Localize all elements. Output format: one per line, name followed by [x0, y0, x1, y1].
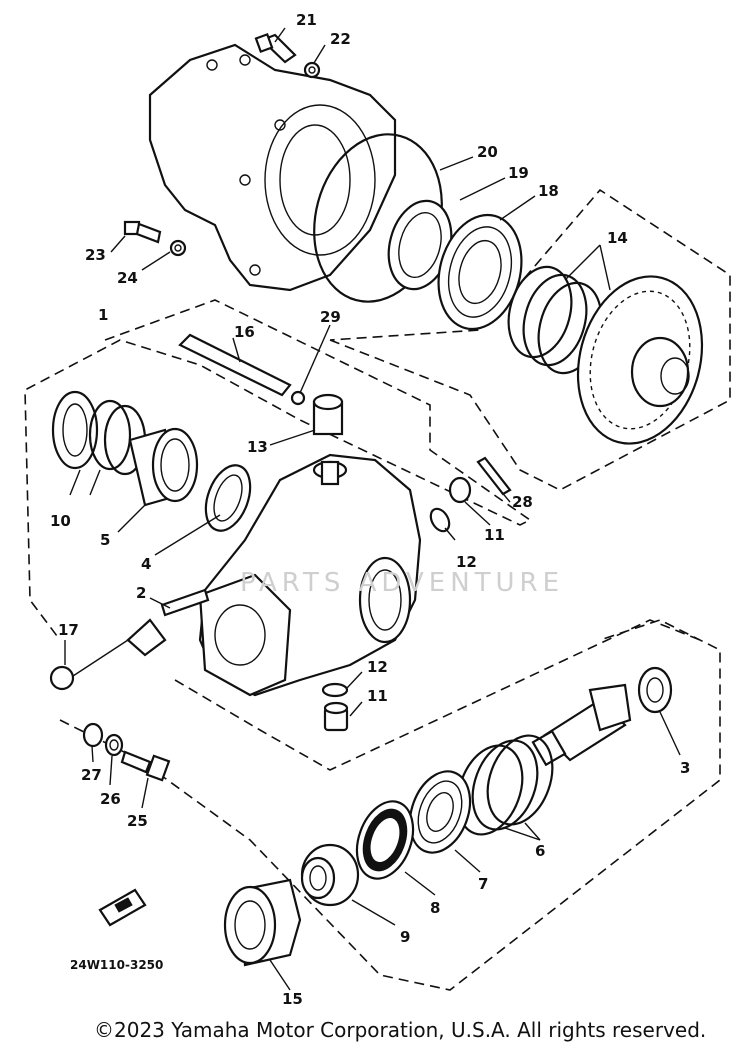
- drain-plug-11-lower: [323, 701, 349, 732]
- cap-13: [312, 393, 344, 436]
- watermark: PARTS ADVENTURE: [240, 568, 565, 598]
- oil-seal-10: [51, 390, 147, 476]
- nut-17: [49, 639, 129, 691]
- callout-17: 17: [58, 621, 79, 639]
- coupling-15: [223, 878, 302, 967]
- callout-8: 8: [430, 899, 440, 917]
- callout-14: 14: [607, 229, 628, 247]
- gear-case-cover: [148, 43, 397, 292]
- bolt-25: [120, 750, 171, 782]
- group-outline-left: [24, 299, 532, 641]
- bearing-18: [437, 213, 523, 331]
- leader-lines: [64, 27, 681, 991]
- callout-11-lower: 11: [367, 687, 388, 705]
- stud-bolt-2: [160, 588, 210, 617]
- callout-3: 3: [680, 759, 690, 777]
- callout-11-upper: 11: [484, 526, 505, 544]
- plug-29: [290, 390, 306, 406]
- callout-12-upper: 12: [456, 553, 477, 571]
- filler-plug-11-upper: [448, 476, 472, 504]
- callout-27: 27: [81, 766, 102, 784]
- bolt-28: [476, 456, 512, 496]
- washer-26: [104, 733, 124, 757]
- callout-6: 6: [535, 842, 545, 860]
- callout-15: 15: [282, 990, 303, 1008]
- callout-19: 19: [508, 164, 529, 182]
- callout-16: 16: [234, 323, 255, 341]
- callout-21: 21: [296, 11, 317, 29]
- callout-23: 23: [85, 246, 106, 264]
- washer-22: [303, 61, 321, 79]
- callout-5: 5: [100, 531, 110, 549]
- callout-12-lower: 12: [367, 658, 388, 676]
- callout-7: 7: [478, 875, 488, 893]
- callout-1: 1: [98, 306, 108, 324]
- gasket-12-upper: [429, 507, 451, 533]
- callout-4: 4: [141, 555, 151, 573]
- callout-13: 13: [247, 438, 268, 456]
- oil-seal-8: [355, 800, 415, 880]
- callout-2: 2: [136, 584, 146, 602]
- needle-bearing-5: [128, 427, 199, 507]
- callout-28: 28: [512, 493, 533, 511]
- callout-29: 29: [320, 308, 341, 326]
- collar-9: [300, 843, 360, 907]
- callout-25: 25: [127, 812, 148, 830]
- callout-9: 9: [400, 928, 410, 946]
- bearing-7: [408, 770, 472, 854]
- gasket-12-lower: [321, 682, 349, 698]
- front-arrow-icon: [98, 888, 147, 927]
- oil-seal-4: [204, 464, 252, 532]
- bolt-23: [123, 220, 162, 244]
- copyright-notice: ©2023 Yamaha Motor Corporation, U.S.A. A…: [94, 1018, 707, 1042]
- washer-27: [82, 722, 104, 748]
- callout-10: 10: [50, 512, 71, 530]
- shaft-16: [178, 333, 292, 397]
- washer-24: [169, 239, 187, 257]
- callout-24: 24: [117, 269, 138, 287]
- ring-gear: [576, 275, 704, 445]
- callout-20: 20: [477, 143, 498, 161]
- callout-22: 22: [330, 30, 351, 48]
- main-gear-case: [198, 453, 422, 697]
- group-outline-shaft: [174, 619, 701, 771]
- callout-18: 18: [538, 182, 559, 200]
- bearing-3: [637, 666, 673, 714]
- callout-26: 26: [100, 790, 121, 808]
- bolt-21: [254, 32, 297, 64]
- group-outline-lower: [59, 619, 721, 991]
- diagram-code: 24W110-3250: [70, 958, 163, 972]
- bracket: [126, 618, 167, 657]
- drive-pinion: [531, 683, 632, 767]
